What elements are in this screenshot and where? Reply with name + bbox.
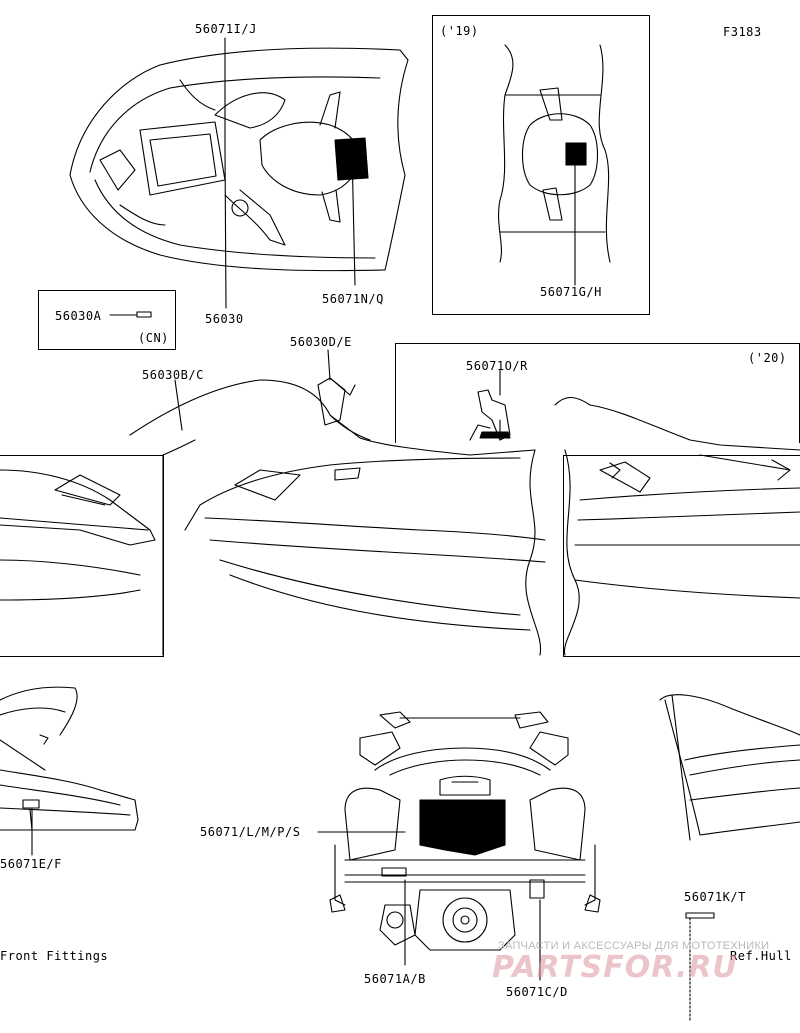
inset-19-frame <box>432 15 650 315</box>
top-view-watercraft <box>69 47 409 272</box>
part-label-56071gh: 56071G/H <box>540 285 602 299</box>
inset-20-frame <box>395 343 800 443</box>
part-label-56071ef: 56071E/F <box>0 857 62 871</box>
watermark-logo: PARTSFOR.RU <box>492 950 738 985</box>
front-fittings-view <box>0 686 139 856</box>
inset-20-year: ('20) <box>748 351 787 365</box>
watermark-tagline: ЗАПЧАСТИ И АКСЕССУАРЫ ДЛЯ МОТОТЕХНИКИ <box>498 940 770 952</box>
part-label-56071ab: 56071A/B <box>364 972 426 986</box>
side-view-right <box>554 396 800 599</box>
part-label-56030de: 56030D/E <box>290 335 352 349</box>
side-view-left <box>0 469 156 601</box>
left-side-frame <box>0 455 164 657</box>
part-label-56071cd: 56071C/D <box>506 985 568 999</box>
part-label-56071or: 56071O/R <box>466 359 528 373</box>
part-label-56030bc: 56030B/C <box>142 368 204 382</box>
hull-view <box>659 694 800 841</box>
part-label-56030a: 56030A <box>55 309 102 323</box>
cn-note: (CN) <box>138 331 169 345</box>
inset-19-year: ('19) <box>440 24 479 38</box>
part-label-56071nq: 56071N/Q <box>322 292 384 306</box>
part-label-56030: 56030 <box>205 312 244 326</box>
figure-code: F3183 <box>723 25 762 39</box>
right-side-frame <box>563 455 800 657</box>
hull-ref: Ref.Hull F <box>730 949 800 963</box>
part-label-56071lmps: 56071/L/M/P/S <box>200 825 301 839</box>
cn-part-frame <box>38 290 176 350</box>
part-label-56071ij: 56071I/J <box>195 22 257 36</box>
front-fittings-ref: Front Fittings <box>0 949 109 963</box>
rear-view-watercraft <box>329 711 601 951</box>
leader-56071nq <box>351 149 356 286</box>
inset-19-handlebar <box>498 44 611 286</box>
side-view-center <box>129 377 546 631</box>
part-label-56071kt: 56071K/T <box>684 890 746 904</box>
